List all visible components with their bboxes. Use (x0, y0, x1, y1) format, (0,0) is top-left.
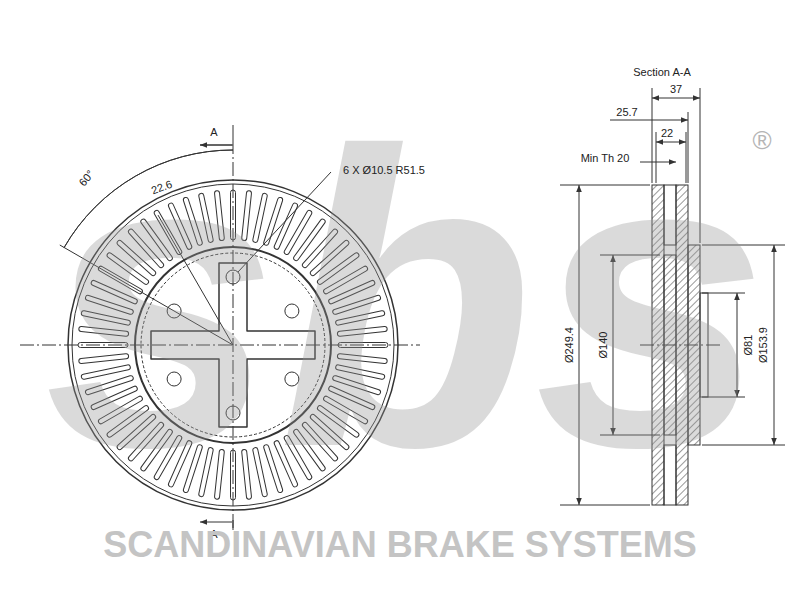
registered-mark: ® (752, 126, 771, 155)
diameter-dimension: Ø249.4 (563, 327, 575, 363)
dimension-value: 22 (661, 127, 673, 139)
diameter-dimension: Ø153.9 (757, 327, 769, 363)
drawing-line (774, 245, 775, 445)
section-marker: A (210, 126, 217, 138)
hole-callout: 6 X Ø10.5 R51.5 (343, 164, 425, 176)
min-thickness: Min Th 20 (581, 152, 630, 164)
dimension-value: 37 (670, 83, 682, 95)
drawing-line (200, 522, 232, 523)
brand-name: SCANDINAVIAN BRAKE SYSTEMS (103, 525, 696, 565)
dimension-value: 25.7 (616, 106, 637, 118)
section-title: Section A-A (633, 66, 690, 78)
watermark-logo: sbs (44, 90, 768, 510)
diameter-dimension: Ø81 (742, 335, 754, 356)
diameter-dimension: Ø140 (597, 332, 609, 359)
